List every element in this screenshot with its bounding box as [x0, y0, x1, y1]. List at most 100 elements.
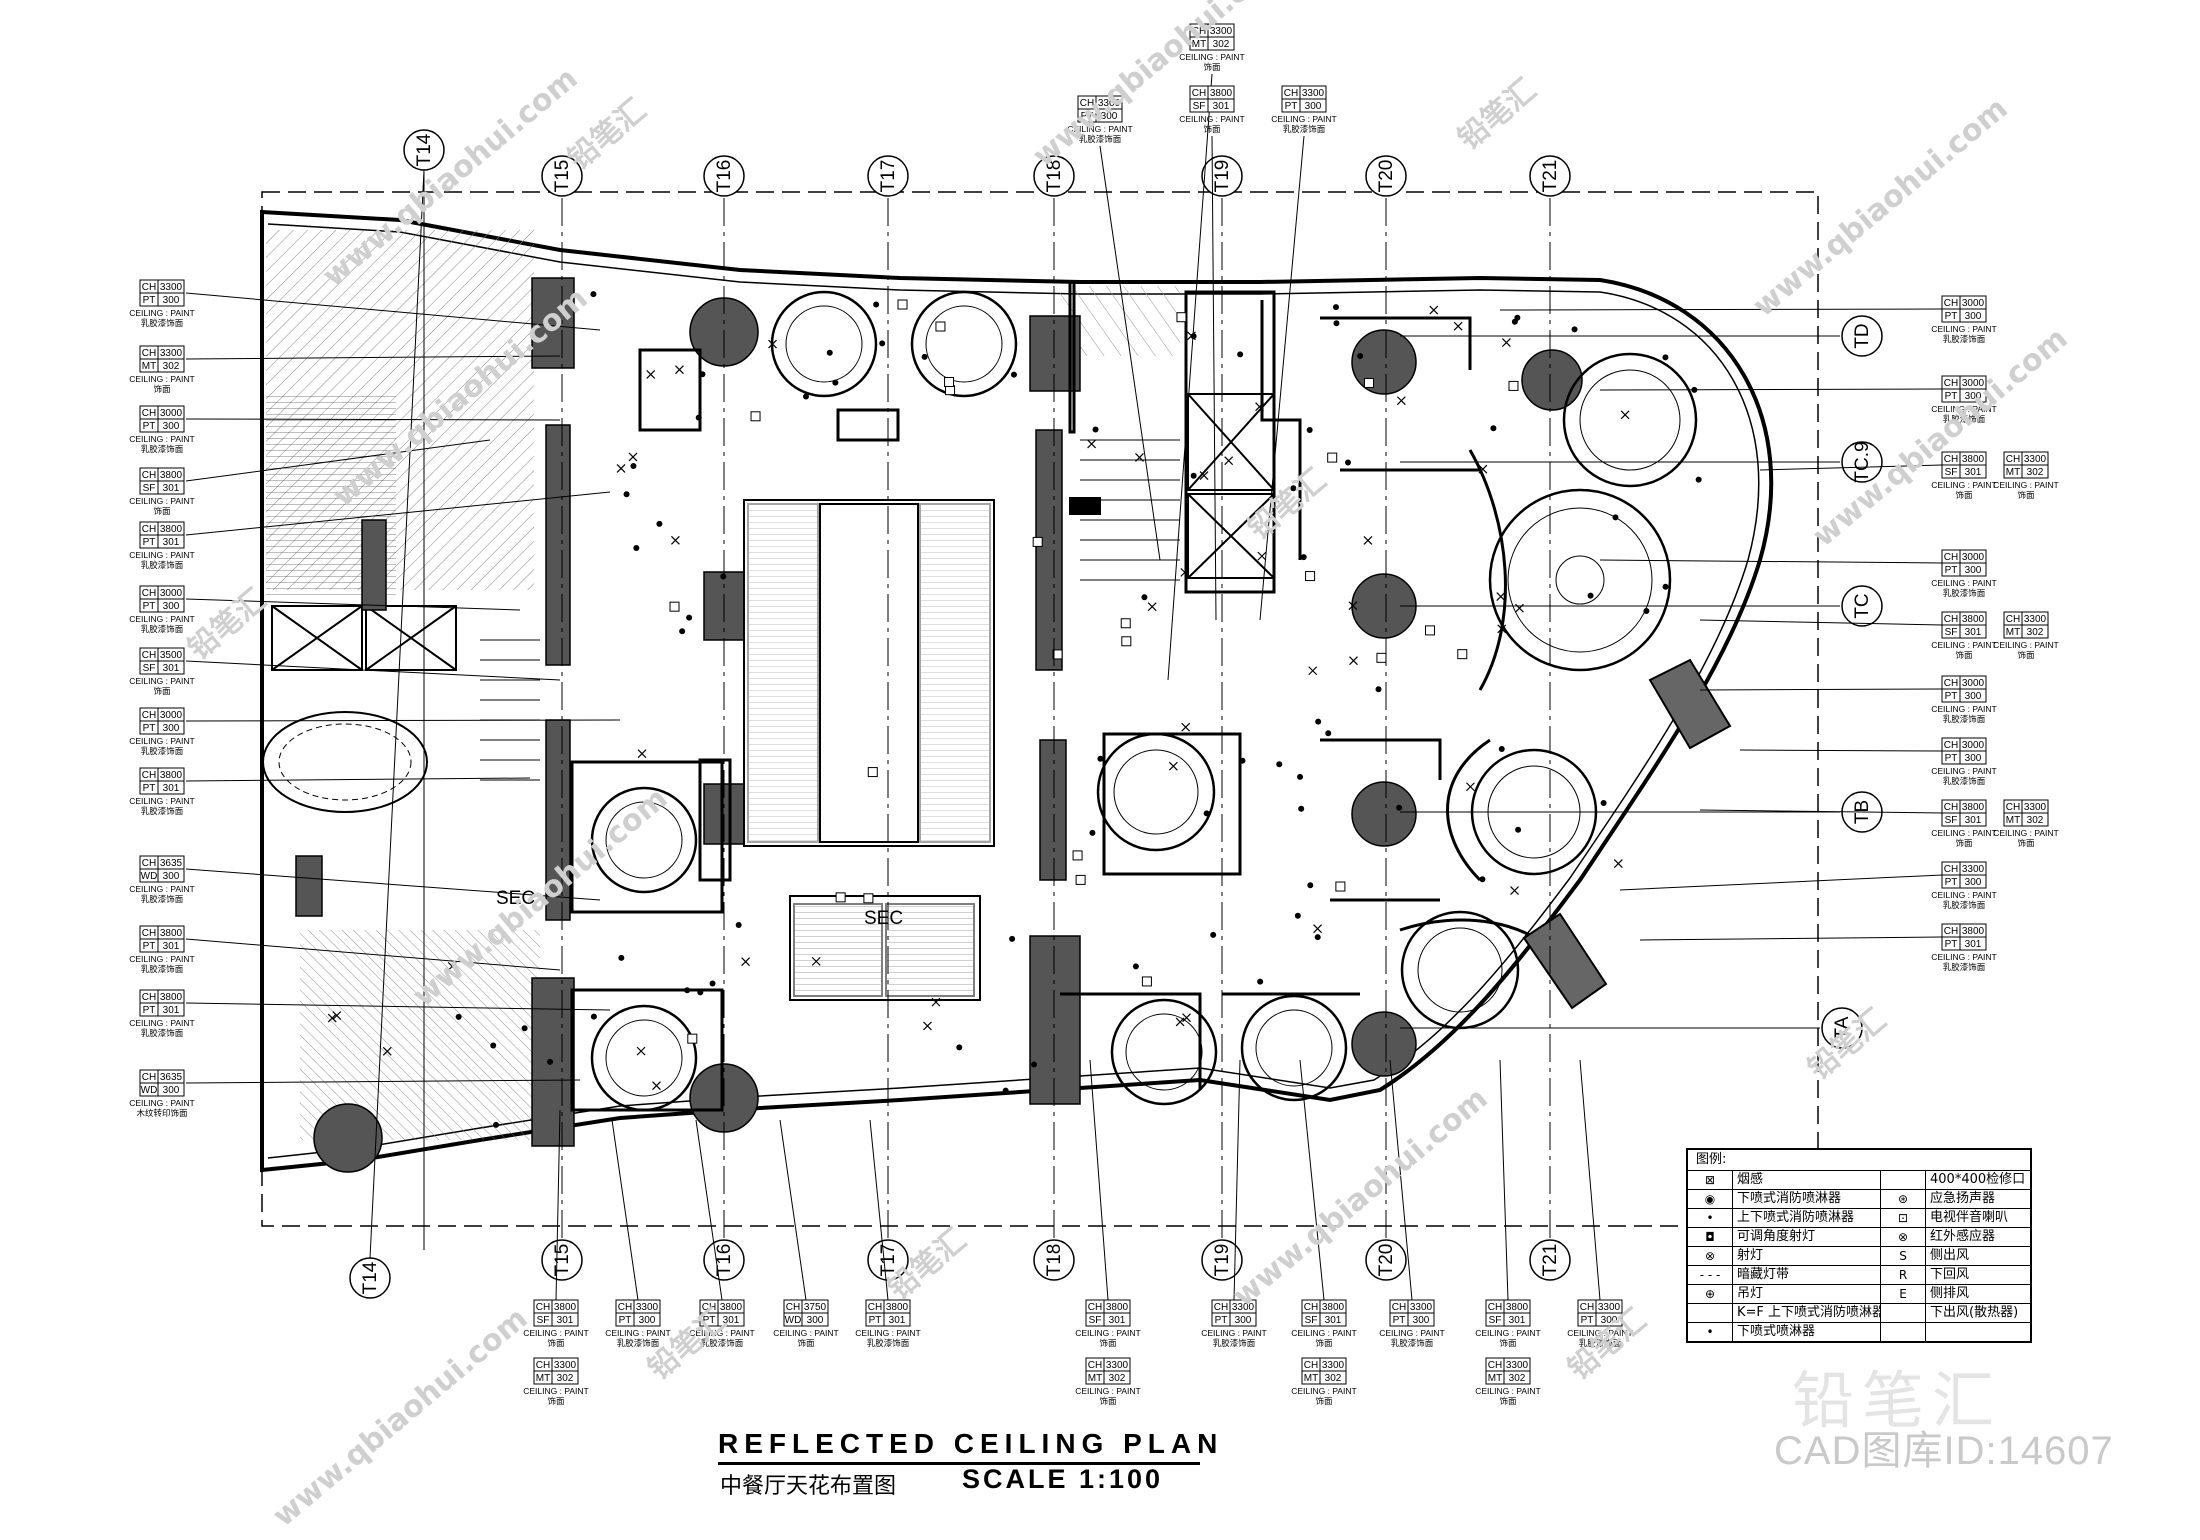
tag-value: 3300 — [1302, 88, 1325, 99]
tag-value: 300 — [1965, 391, 1982, 402]
legend-row: ◘可调角度射灯⊗红外感应器 — [1688, 1228, 2030, 1247]
tag-code: CH — [142, 470, 156, 481]
tag-value: 3800 — [1106, 1302, 1129, 1313]
tag-value: 3300 — [1410, 1302, 1433, 1313]
tag-value: 300 — [1965, 565, 1982, 576]
tag-caption: 饰面 — [1203, 124, 1221, 134]
tag-code: SF — [143, 483, 156, 494]
tag-code: MT — [1488, 1373, 1502, 1384]
tag-value: 301 — [1965, 939, 1982, 950]
tag-value: 301 — [889, 1315, 906, 1326]
legend-row: K=F 上下喷式消防喷淋器下出风(散热器) — [1688, 1304, 2030, 1323]
tag-value: 3300 — [1232, 1302, 1255, 1313]
legend-symbol-2: ⊗ — [1881, 1228, 1926, 1246]
tag-value: 301 — [163, 663, 180, 674]
tag-value: 3800 — [1962, 926, 1985, 937]
axis-bubble-bottom — [1529, 1239, 1571, 1281]
legend-symbol: - - - — [1688, 1266, 1733, 1284]
watermark-id: CAD图库ID:14607 — [1774, 1429, 2114, 1473]
tag-caption: CEILING : PAINT — [129, 496, 195, 506]
sec-label-2: SEC — [864, 908, 903, 929]
axis-bubble-top — [703, 155, 745, 197]
tag-value: 3300 — [1322, 1360, 1345, 1371]
tag-caption: CEILING : PAINT — [129, 308, 195, 318]
tag-caption: CEILING : PAINT — [129, 374, 195, 384]
tag-caption: 饰面 — [1203, 62, 1221, 72]
tag-value: 3300 — [160, 282, 183, 293]
tag-caption: CEILING : PAINT — [1993, 640, 2059, 650]
tag-value: 302 — [163, 361, 180, 372]
tag-code: CH — [142, 348, 156, 359]
tag-caption: 乳胶漆饰面 — [1943, 414, 1986, 424]
tag-code: CH — [702, 1302, 716, 1313]
staircase — [480, 439, 1180, 781]
tag-caption: CEILING : PAINT — [129, 796, 195, 806]
tag-code: CH — [536, 1302, 550, 1313]
axis-bubble-bottom — [1365, 1239, 1407, 1281]
tag-value: 301 — [163, 483, 180, 494]
tag-value: 3800 — [160, 770, 183, 781]
axis-bubble-top — [1529, 155, 1571, 197]
tag-caption: 饰面 — [1499, 1338, 1517, 1348]
tag-code: PT — [143, 295, 156, 306]
tag-caption: CEILING : PAINT — [1475, 1386, 1541, 1396]
tag-value: 3000 — [1962, 552, 1985, 563]
tag-caption: CEILING : PAINT — [1179, 114, 1245, 124]
tag-value: 3300 — [1098, 98, 1121, 109]
tag-code: SF — [1945, 815, 1958, 826]
tag-value: 301 — [163, 783, 180, 794]
legend-text-2 — [1926, 1323, 2030, 1341]
light-fixtures — [327, 291, 1702, 1128]
tag-value: 3300 — [2024, 802, 2047, 813]
tag-code: PT — [1945, 311, 1958, 322]
interior-walls — [570, 280, 1562, 1112]
tag-caption: CEILING : PAINT — [1931, 324, 1997, 334]
tag-code: CH — [1944, 740, 1958, 751]
tag-code: SF — [143, 663, 156, 674]
tag-value: 300 — [163, 1085, 180, 1096]
tag-value: 301 — [557, 1315, 574, 1326]
tag-code: CH — [1392, 1302, 1406, 1313]
axis-label-top: T18 — [1044, 160, 1065, 193]
tag-caption: CEILING : PAINT — [689, 1328, 755, 1338]
tag-value: 3800 — [160, 928, 183, 939]
title-underline — [718, 1462, 1200, 1465]
axis-label-bottom: T14 — [360, 1261, 381, 1294]
tag-code: PT — [143, 537, 156, 548]
tag-caption: 乳胶漆饰面 — [141, 318, 184, 328]
tag-value: 300 — [1101, 111, 1118, 122]
tag-code: MT — [2006, 627, 2020, 638]
tag-code: CH — [1944, 552, 1958, 563]
legend-symbol-2: ⊛ — [1881, 1190, 1926, 1208]
legend-text: 吊灯 — [1733, 1285, 1881, 1303]
tag-value: 3000 — [1962, 298, 1985, 309]
tag-code: SF — [1193, 101, 1206, 112]
axis-label-top: T14 — [414, 133, 435, 166]
tag-code: CH — [142, 858, 156, 869]
tag-value: 3300 — [160, 348, 183, 359]
legend-text: 烟感 — [1733, 1171, 1881, 1189]
tag-caption: 饰面 — [1315, 1396, 1333, 1406]
tag-code: CH — [2006, 802, 2020, 813]
tag-caption: CEILING : PAINT — [1567, 1328, 1633, 1338]
axis-bubble-right — [1841, 441, 1883, 483]
tag-value: 3800 — [160, 524, 183, 535]
tag-value: 3300 — [2024, 454, 2047, 465]
tag-code: SF — [1945, 627, 1958, 638]
tag-caption: 饰面 — [2017, 838, 2035, 848]
tag-caption: 乳胶漆饰面 — [1943, 334, 1986, 344]
drawing-title: REFLECTED CEILING PLAN — [718, 1428, 1224, 1459]
tag-value: 301 — [1109, 1315, 1126, 1326]
tag-caption: 乳胶漆饰面 — [1943, 962, 1986, 972]
legend-text-2: 侧出风 — [1930, 1248, 1970, 1263]
